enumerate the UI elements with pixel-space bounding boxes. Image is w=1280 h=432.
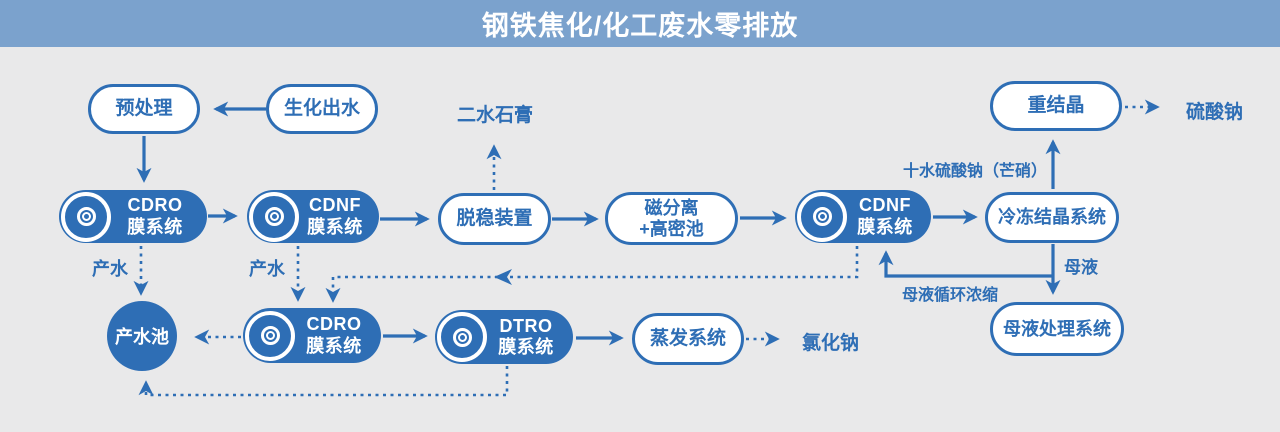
node-label: 冷冻结晶系统	[998, 207, 1106, 228]
node-cdnf-membrane-left: CDNF 膜系统	[247, 190, 379, 243]
membrane-disc-icon	[249, 191, 299, 242]
node-label: 预处理	[115, 98, 173, 120]
node-bio-effluent: 生化出水	[266, 84, 378, 134]
node-label: 母液处理系统	[1003, 318, 1111, 339]
label-glauber-salt: 十水硫酸钠（芒硝）	[903, 163, 1048, 180]
node-label: 蒸发系统	[649, 328, 726, 350]
node-label: DTRO 膜系统	[498, 315, 554, 357]
node-label: CDNF 膜系统	[307, 195, 363, 237]
page-title: 钢铁焦化/化工废水零排放	[481, 11, 799, 41]
node-dtro-membrane: DTRO 膜系统	[435, 310, 573, 364]
label-mother-liquor-recycle: 母液循环浓缩	[902, 287, 999, 304]
node-magnetic-separation: 磁分离 +高密池	[605, 192, 738, 245]
membrane-disc-icon	[61, 191, 111, 242]
node-cdro-membrane-bottom: CDRO 膜系统	[243, 308, 381, 363]
label-product-water-cdnf: 产水	[249, 259, 285, 279]
membrane-disc-icon	[245, 310, 295, 361]
node-label: 产水池	[115, 327, 169, 347]
node-cdro-membrane-top: CDRO 膜系统	[59, 190, 207, 243]
node-label: CDRO 膜系统	[127, 195, 183, 237]
mid-arrowhead-left	[494, 269, 512, 285]
node-product-water-pool: 产水池	[107, 301, 177, 371]
node-mother-liquor-treatment: 母液处理系统	[990, 302, 1124, 356]
label-product-water-cdro: 产水	[92, 259, 128, 279]
title-banner: 钢铁焦化/化工废水零排放	[0, 0, 1280, 47]
node-label: +高密池	[639, 218, 704, 239]
label-sodium-sulfate: 硫酸钠	[1186, 102, 1244, 123]
node-destabilizer: 脱稳装置	[438, 193, 551, 245]
arrow-mother-liquor-recycle	[878, 250, 1053, 278]
node-label: 生化出水	[283, 98, 360, 120]
node-label: 重结晶	[1027, 95, 1085, 117]
dashed-arrow-cdnf2-product-water-loop	[325, 246, 859, 303]
node-pretreatment: 预处理	[88, 84, 200, 134]
membrane-disc-icon	[437, 312, 487, 362]
label-mother-liquor: 母液	[1064, 258, 1098, 277]
node-label: CDRO 膜系统	[306, 314, 362, 356]
node-freeze-crystallizer: 冷冻结晶系统	[985, 192, 1119, 243]
node-cdnf-membrane-right: CDNF 膜系统	[795, 190, 931, 243]
dashed-arrow-dtro-to-pool	[138, 366, 509, 397]
node-label: 脱稳装置	[456, 208, 533, 230]
node-label: 磁分离	[644, 198, 699, 219]
membrane-disc-icon	[797, 191, 847, 242]
label-sodium-chloride: 氯化钠	[802, 333, 860, 354]
node-evaporation: 蒸发系统	[632, 313, 744, 365]
node-label: CDNF 膜系统	[857, 195, 913, 237]
label-gypsum: 二水石膏	[457, 105, 534, 126]
node-recrystallizer: 重结晶	[990, 81, 1122, 131]
